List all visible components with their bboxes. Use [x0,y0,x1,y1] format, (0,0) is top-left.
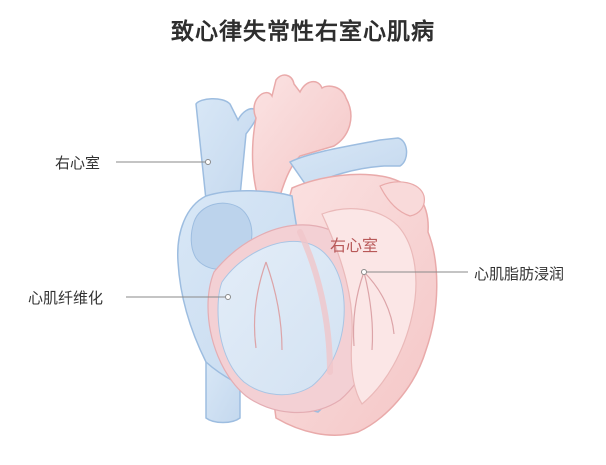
leader-dot-fibrosis [225,294,231,300]
chordae-lines [253,261,395,351]
superior-vena-cava [195,98,258,201]
interventricular-septum [297,229,333,375]
leader-dot-rv-left [205,159,211,165]
leader-lines [116,161,468,298]
label-myocardial-fibrosis: 心肌纤维化 [28,289,104,307]
pulmonary-artery [288,137,408,190]
leader-dots [205,159,367,300]
label-fatty-infiltration: 心肌脂肪浸润 [474,265,565,283]
diagram-title: 致心律失常性右室心肌病 [171,19,435,45]
leader-dot-fatty [361,269,367,275]
left-ventricle-chamber [321,208,417,405]
atrial-appendage [379,181,425,217]
label-right-ventricle-left: 右心室 [55,154,101,172]
label-right-ventricle-inner: 右心室 [330,236,379,255]
